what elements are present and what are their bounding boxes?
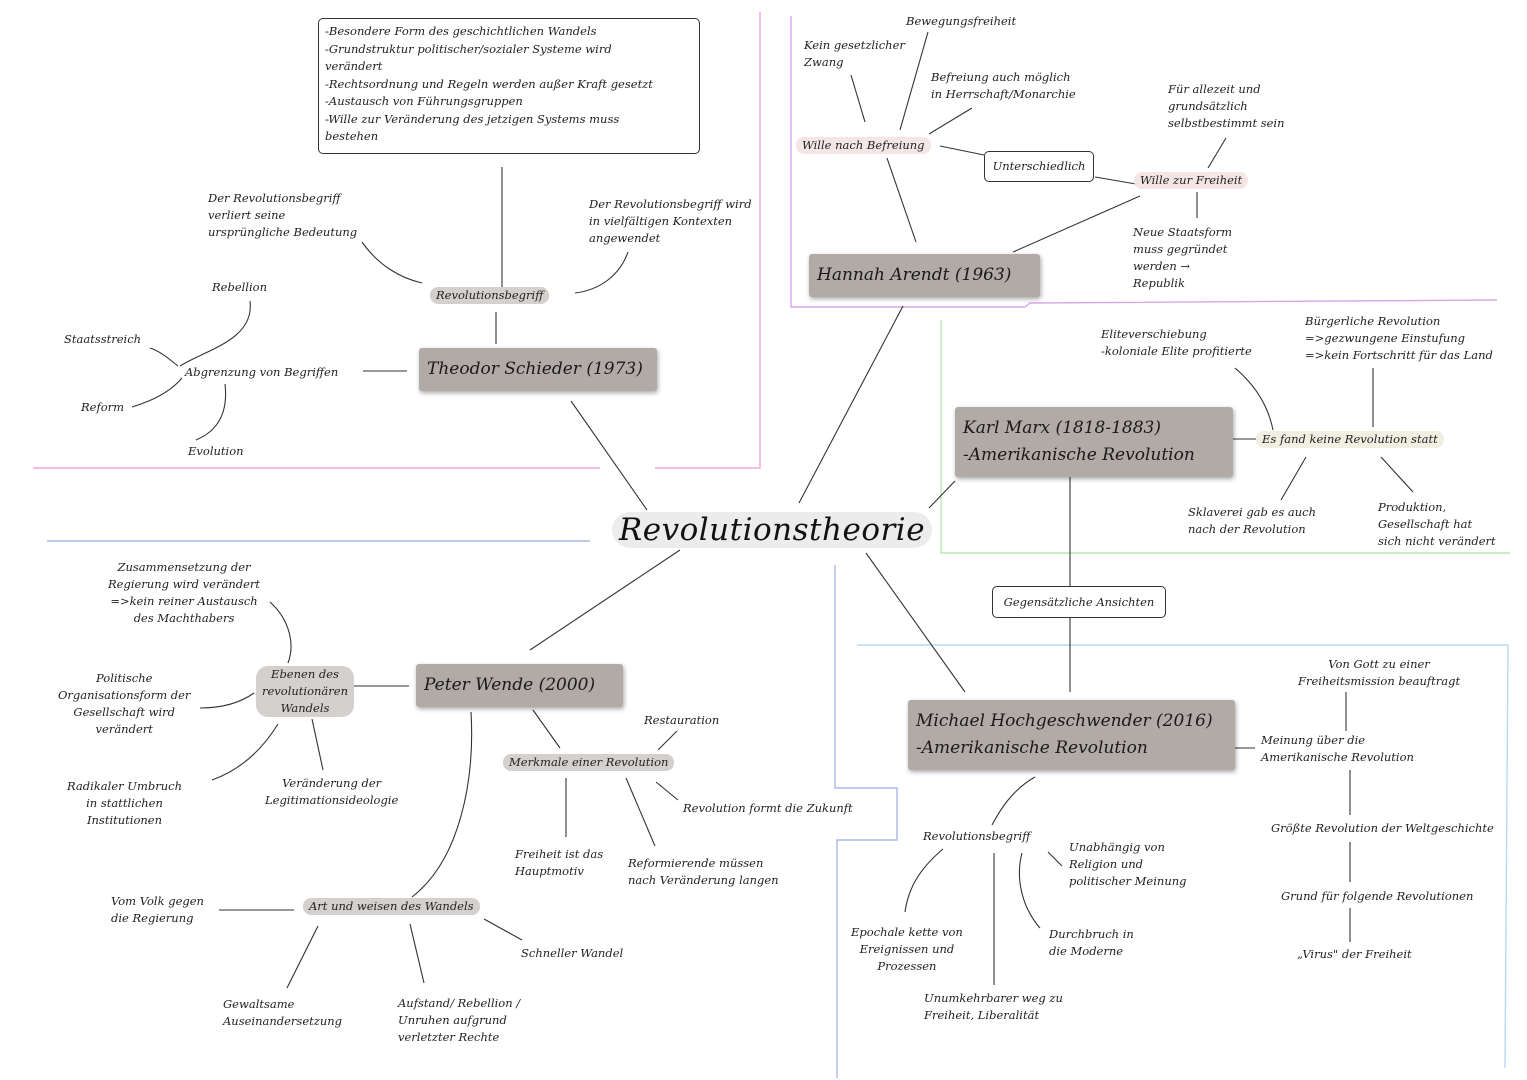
arendt-unterschiedlich-box: Unterschiedlich bbox=[984, 151, 1094, 182]
hg-groesste: Größte Revolution der Weltgeschichte bbox=[1271, 821, 1494, 835]
wende-reformierende: Reformierende müssen nach Veränderung la… bbox=[628, 856, 779, 887]
gegensaetzlich-box: Gegensätzliche Ansichten bbox=[992, 586, 1166, 618]
marx-eliteverschiebung: Eliteverschiebung -koloniale Elite profi… bbox=[1101, 327, 1252, 358]
schieder-staatsstreich: Staatsstreich bbox=[64, 332, 142, 346]
hochgeschwender-node: Michael Hochgeschwender (2016) -Amerikan… bbox=[908, 700, 1235, 770]
marx-sklaverei: Sklaverei gab es auch nach der Revolutio… bbox=[1188, 505, 1317, 536]
hg-meinung: Meinung über die Amerikanische Revolutio… bbox=[1261, 733, 1414, 764]
arendt-bewegungsfreiheit: Bewegungsfreiheit bbox=[906, 14, 1017, 28]
arendt-wille-befreiung: Wille nach Befreiung bbox=[796, 137, 931, 154]
wende-radikaler: Radikaler Umbruch in stattlichen Institu… bbox=[67, 779, 182, 827]
hg-durchbruch: Durchbruch in die Moderne bbox=[1049, 927, 1134, 958]
arendt-wille-freiheit: Wille zur Freiheit bbox=[1134, 172, 1249, 189]
border-schieder bbox=[33, 12, 761, 469]
arendt-neue-staatsform: Neue Staatsform muss gegründet werden → … bbox=[1133, 225, 1233, 290]
schieder-begriff-right: Der Revolutionsbegriff wird in vielfälti… bbox=[589, 197, 752, 245]
wende-art: Art und weisen des Wandels bbox=[303, 898, 480, 915]
schieder-abgrenzung: Abgrenzung von Begriffen bbox=[185, 365, 339, 379]
marx-node: Karl Marx (1818-1883) -Amerikanische Rev… bbox=[955, 407, 1233, 477]
border-marx bbox=[940, 320, 1510, 554]
hg-grund: Grund für folgende Revolutionen bbox=[1281, 889, 1474, 903]
arendt-node: Hannah Arendt (1963) bbox=[809, 254, 1040, 297]
schieder-revolutionsbegriff: Revolutionsbegriff bbox=[430, 287, 550, 304]
hg-unumkehrbar: Unumkehrbarer weg zu Freiheit, Liberalit… bbox=[924, 991, 1063, 1022]
wende-schneller: Schneller Wandel bbox=[521, 946, 624, 960]
wende-aufstand: Aufstand/ Rebellion / Unruhen aufgrund v… bbox=[398, 996, 521, 1044]
wende-politische: Politische Organisationsform der Gesells… bbox=[58, 671, 191, 736]
schieder-evolution: Evolution bbox=[188, 444, 244, 458]
arendt-fuer-allezeit: Für allezeit und grundsätzlich selbstbes… bbox=[1168, 82, 1285, 130]
wende-merkmale: Merkmale einer Revolution bbox=[503, 754, 675, 771]
wende-ebenen: Ebenen des revolutionären Wandels bbox=[256, 666, 355, 717]
wende-veraenderung: Veränderung der Legitimationsideologie bbox=[265, 776, 399, 807]
schieder-definition-box: -Besondere Form des geschichtlichen Wand… bbox=[318, 18, 700, 154]
hg-unabhaengig: Unabhängig von Religion und politischer … bbox=[1069, 840, 1187, 888]
hg-virus: „Virus" der Freiheit bbox=[1297, 947, 1412, 961]
wende-freiheit-motiv: Freiheit ist das Hauptmotiv bbox=[515, 847, 604, 878]
wende-vom-volk: Vom Volk gegen die Regierung bbox=[111, 894, 204, 925]
wende-restauration: Restauration bbox=[644, 713, 720, 727]
hg-revolutionsbegriff: Revolutionsbegriff bbox=[923, 829, 1031, 843]
arendt-befreiung-moeglich: Befreiung auch möglich in Herrschaft/Mon… bbox=[931, 70, 1076, 101]
wende-zusammensetzung: Zusammensetzung der Regierung wird verän… bbox=[108, 560, 261, 625]
hg-epochale: Epochale kette von Ereignissen und Proze… bbox=[851, 925, 963, 973]
wende-gewaltsame: Gewaltsame Auseinandersetzung bbox=[223, 997, 342, 1028]
schieder-begriff-left: Der Revolutionsbegriff verliert seine ur… bbox=[208, 191, 358, 239]
marx-produktion: Produktion, Gesellschaft hat sich nicht … bbox=[1378, 500, 1496, 548]
wende-node: Peter Wende (2000) bbox=[416, 664, 623, 707]
border-hochgeschwender bbox=[834, 565, 898, 1078]
schieder-rebellion: Rebellion bbox=[212, 280, 267, 294]
arendt-kein-zwang: Kein gesetzlicher Zwang bbox=[804, 38, 905, 69]
marx-buergerliche: Bürgerliche Revolution =>gezwungene Eins… bbox=[1305, 314, 1493, 362]
border-hochgeschwender-right bbox=[857, 644, 1509, 1069]
marx-keine-revolution: Es fand keine Revolution statt bbox=[1256, 431, 1444, 448]
wende-formt: Revolution formt die Zukunft bbox=[683, 801, 853, 815]
schieder-reform: Reform bbox=[81, 400, 125, 414]
schieder-node: Theodor Schieder (1973) bbox=[419, 348, 657, 391]
central-topic: Revolutionstheorie bbox=[612, 512, 932, 548]
hg-von-gott: Von Gott zu einer Freiheitsmission beauf… bbox=[1298, 657, 1461, 688]
border-arendt bbox=[790, 16, 1498, 308]
